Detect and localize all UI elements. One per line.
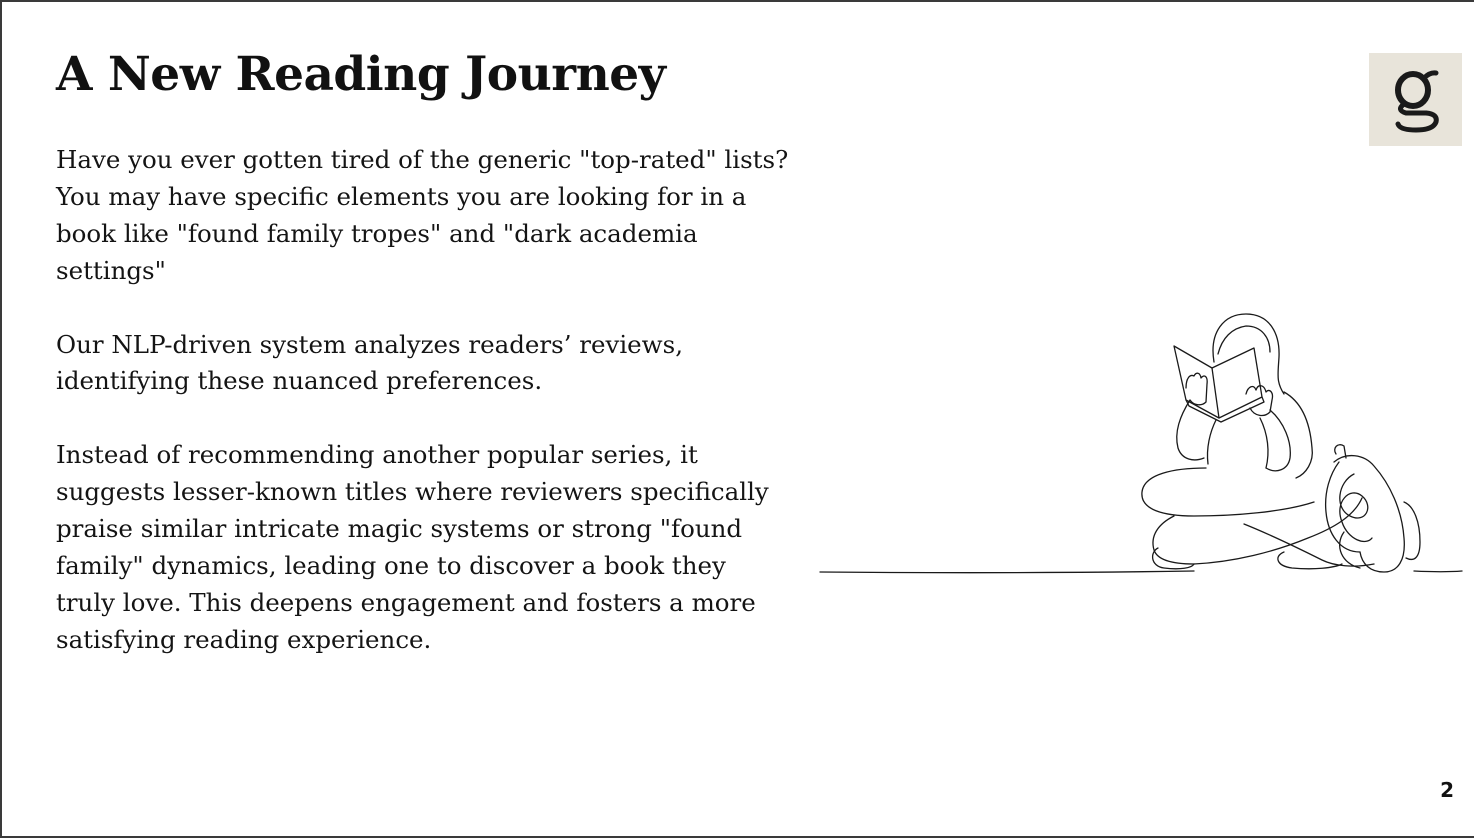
- book-outline: [1173, 345, 1220, 419]
- goodreads-g-icon: [1394, 69, 1439, 133]
- paragraph-outcome: Instead of recommending another popular …: [56, 440, 769, 654]
- right-foot: [1277, 551, 1343, 570]
- backpack-outline: [1333, 455, 1405, 573]
- left-hand: [1185, 372, 1208, 406]
- right-hand: [1245, 385, 1274, 417]
- slide-body: Have you ever gotten tired of the generi…: [56, 142, 791, 659]
- reading-person-illustration: [819, 313, 1463, 574]
- page-number: 2: [1440, 778, 1454, 802]
- slide-title: A New Reading Journey: [56, 47, 666, 102]
- ground-line: [819, 570, 1195, 574]
- head-outline: [1212, 313, 1285, 395]
- goodreads-logo: [1369, 53, 1462, 146]
- legs-outline: [1141, 467, 1315, 517]
- left-foot: [1152, 547, 1195, 570]
- paragraph-intro: Have you ever gotten tired of the generi…: [56, 145, 789, 285]
- paragraph-system: Our NLP-driven system analyzes readers’ …: [56, 329, 683, 396]
